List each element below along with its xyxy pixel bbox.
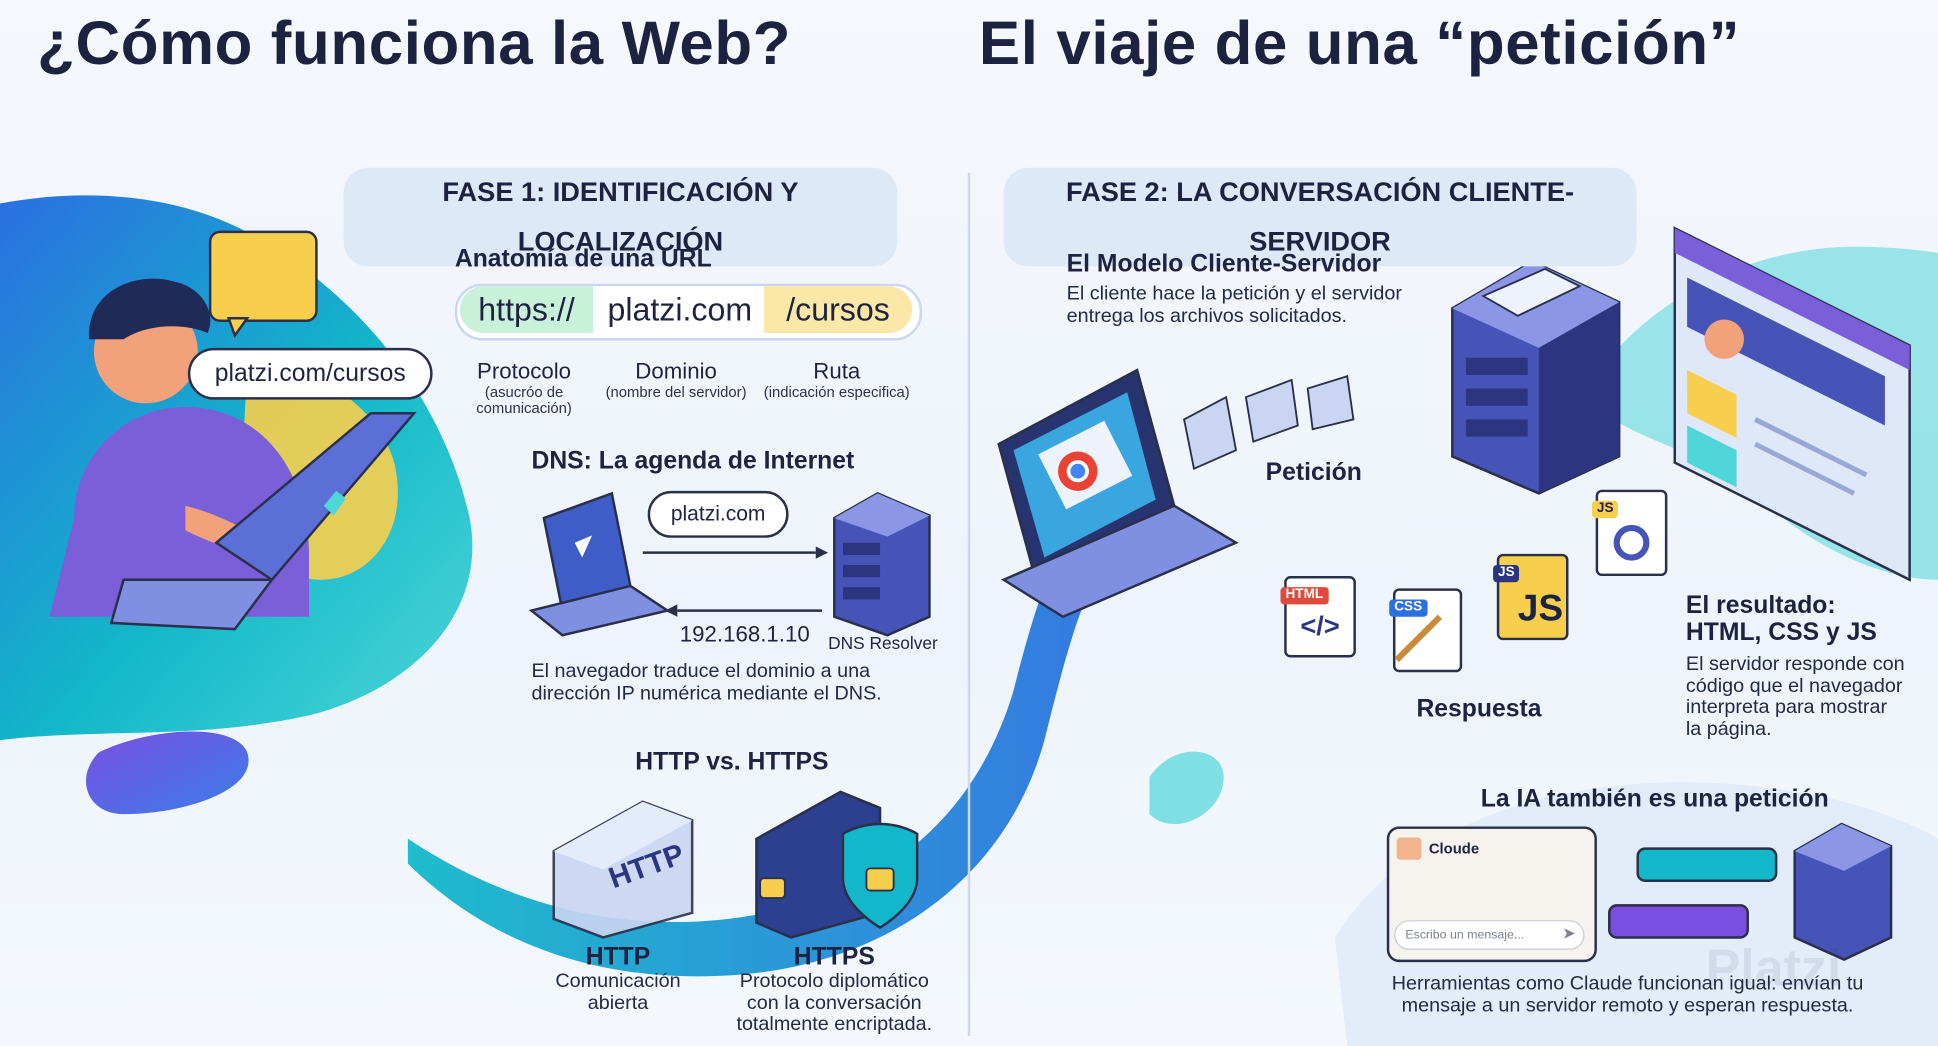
result-description: El servidor responde con código que el n… [1685, 653, 1905, 740]
dns-server-illustration [833, 492, 931, 637]
result-heading: El resultado: HTML, CSS y JS [1685, 592, 1877, 647]
ai-message-input[interactable]: Escribo un mensaje... [1394, 920, 1585, 950]
user-url-bubble: platzi.com/cursos [187, 347, 433, 400]
ai-description: Herramientas como Claude funcionan igual… [1391, 973, 1864, 1016]
url-domain-note: (nombre del servidor) [605, 383, 747, 401]
dns-laptop-illustration [528, 491, 671, 637]
js-config-file-badge: JS [1591, 500, 1619, 518]
js-file-badge: JS [1493, 564, 1520, 583]
url-path-segment: /cursos [763, 286, 913, 334]
page-title-left: ¿Cómo funciona la Web? [37, 8, 792, 78]
browser-window-illustration [1673, 226, 1911, 582]
wave-swoosh [407, 493, 1131, 977]
http-description: Comunicación abierta [555, 970, 681, 1014]
phase2-label: FASE 2: LA CONVERSACIÓN CLIENTE-SERVIDOR [1003, 167, 1637, 267]
blob-purple [86, 731, 249, 815]
blob-mid-teal [1149, 751, 1224, 825]
url-path-note: (indicación especifica) [763, 383, 910, 401]
http-title: HTTP [585, 943, 651, 971]
url-protocol-note: (asucróo de comunicación) [476, 383, 572, 418]
client-laptop-illustration [997, 368, 1239, 619]
ai-app-name: Cloude [1428, 840, 1480, 858]
url-protocol-segment: https:// [459, 286, 594, 334]
request-folders-illustration [1183, 375, 1355, 471]
url-path-label: Ruta [813, 358, 861, 384]
web-server-illustration [1451, 260, 1621, 495]
page-title-right: El viaje de una “petición” [978, 8, 1741, 78]
send-icon[interactable]: ➤ [1562, 923, 1576, 943]
svg-text:</>: </> [1300, 610, 1339, 641]
http-folder-illustration [552, 800, 694, 939]
url-protocol-label: Protocolo [477, 358, 572, 384]
js-file-big-label: JS [1517, 588, 1564, 630]
dns-query-text: platzi.com [670, 502, 766, 526]
ai-heading: La IA también es una petición [1480, 785, 1829, 813]
dns-heading: DNS: La agenda de Internet [531, 447, 855, 475]
https-description: Protocolo diplomático con la conversació… [736, 970, 933, 1036]
url-anatomy-heading: Anatomía de una URL [454, 245, 712, 273]
html-file-badge: HTML [1280, 587, 1329, 605]
dns-ip-address: 192.168.1.10 [679, 621, 810, 647]
client-server-heading: El Modelo Cliente-Servidor [1066, 250, 1382, 278]
http-https-heading: HTTP vs. HTTPS [635, 748, 829, 776]
file-icons-illustration: </> [1284, 489, 1668, 673]
user-url-text: platzi.com/cursos [214, 360, 406, 388]
platzi-watermark: Platzi [1705, 938, 1842, 997]
laptop-left-illustration [109, 411, 417, 631]
css-file-badge: CSS [1389, 599, 1428, 617]
ai-app-logo [1396, 837, 1422, 860]
url-domain-label: Dominio [635, 358, 717, 384]
https-shield-illustration [755, 790, 919, 939]
https-title: HTTPS [793, 943, 875, 971]
client-server-description: El cliente hace la petición y el servido… [1066, 283, 1402, 327]
request-label: Petición [1265, 458, 1362, 486]
phase1-label: FASE 1: IDENTIFICACIÓN Y LOCALIZACIÓN [343, 167, 898, 267]
response-label: Respuesta [1416, 695, 1542, 723]
dns-query-bubble: platzi.com [647, 490, 789, 538]
url-domain-segment: platzi.com [607, 291, 753, 329]
dns-description: El navegador traduce el dominio a una di… [531, 661, 882, 704]
dns-resolver-label: DNS Resolver [828, 632, 938, 653]
chat-card-yellow [208, 230, 318, 339]
